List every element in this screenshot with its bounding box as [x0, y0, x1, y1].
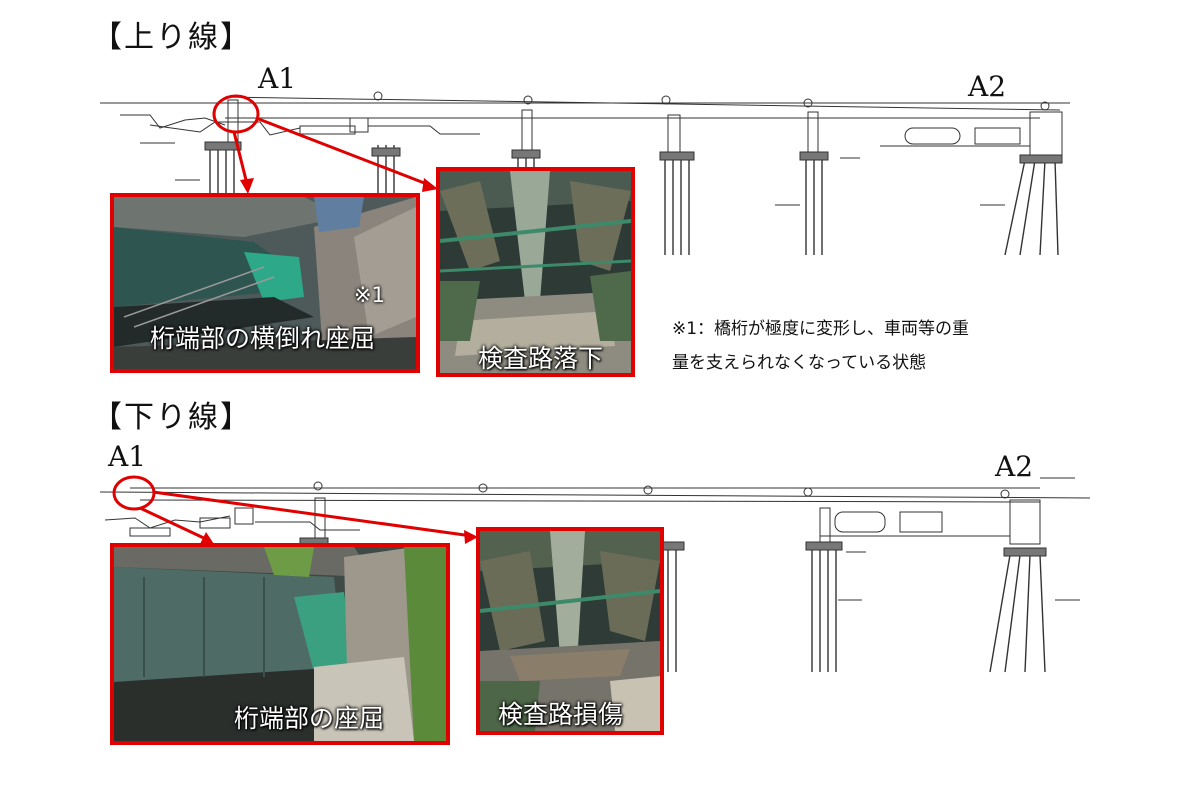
footnote-line-2: 量を支えられなくなっている状態 [672, 353, 927, 373]
lower-a1-highlight [112, 475, 473, 542]
upper-arrow1-head [240, 178, 254, 194]
lower-arrow1-head [200, 532, 214, 544]
upper-photo-girder-end: ※1 桁端部の横倒れ座屈 [110, 193, 420, 373]
upper-arrow2-head [422, 178, 438, 192]
lower-photo1-caption: 桁端部の座屈 [234, 704, 385, 733]
lower-a1-label: A1 [108, 440, 147, 473]
lower-line-title: 【下り線】 [92, 400, 252, 435]
lower-a2-label: A2 [995, 450, 1034, 483]
upper-photo1-caption: 桁端部の横倒れ座屈 [150, 324, 376, 353]
upper-a2-label: A2 [968, 70, 1007, 103]
upper-a1-highlight [212, 94, 433, 189]
upper-line-title: 【上り線】 [92, 20, 252, 55]
lower-photo-inspection-path: 検査路損傷 [476, 527, 664, 735]
photo-footnote-mark: ※1 [354, 283, 385, 307]
footnote-line-1: ※1：橋桁が極度に変形し、車両等の重 [672, 319, 970, 339]
lower-arrow2-head [464, 530, 478, 544]
lower-photo-girder-end: 桁端部の座屈 [110, 543, 450, 745]
upper-photo2-caption: 検査路落下 [478, 344, 604, 373]
footnote: ※1：橋桁が極度に変形し、車両等の重 量を支えられなくなっている状態 [672, 312, 969, 380]
lower-photo2-caption: 検査路損傷 [498, 700, 624, 729]
upper-photo-inspection-path: 検査路落下 [436, 167, 635, 377]
upper-a1-label: A1 [258, 62, 297, 95]
